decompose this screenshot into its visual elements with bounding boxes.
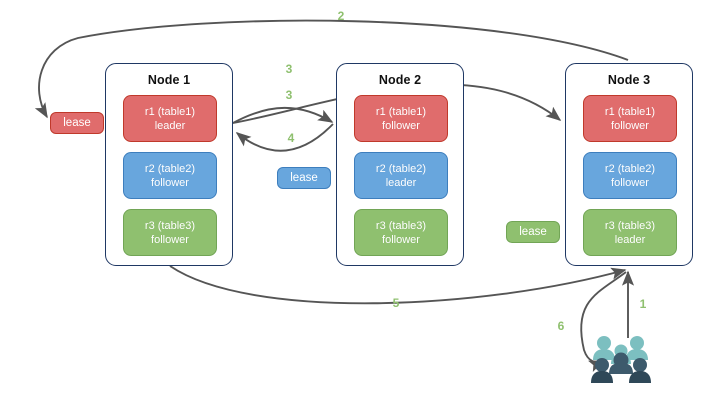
step-label-6: 6: [557, 319, 565, 333]
replica-node2-r3[interactable]: r3 (table3) follower: [354, 209, 448, 256]
replica-node3-r2[interactable]: r2 (table2) follower: [583, 152, 677, 199]
step-label-4: 4: [287, 131, 295, 145]
node-title: Node 2: [378, 73, 422, 87]
node-title: Node 1: [147, 73, 191, 87]
replica-name: r1 (table1): [604, 105, 656, 118]
replica-role: follower: [382, 233, 420, 246]
replica-role: leader: [385, 176, 417, 189]
step-label-3-lower: 3: [285, 88, 293, 102]
replica-role: leader: [614, 233, 646, 246]
arrow-step-6: [580, 271, 627, 372]
replica-role: follower: [611, 119, 649, 132]
replica-role: follower: [151, 176, 189, 189]
replica-name: r2 (table2): [604, 162, 656, 175]
replica-name: r3 (table3): [144, 219, 196, 232]
step-label-1: 1: [639, 297, 647, 311]
step-label-2: 2: [337, 9, 345, 23]
replica-name: r1 (table1): [375, 105, 427, 118]
replica-name: r3 (table3): [375, 219, 427, 232]
replica-node1-r2[interactable]: r2 (table2) follower: [123, 152, 217, 199]
replica-role: follower: [382, 119, 420, 132]
node-box-node3[interactable]: Node 3 r1 (table1) follower r2 (table2) …: [565, 63, 693, 266]
replica-role: follower: [611, 176, 649, 189]
node-title: Node 3: [607, 73, 651, 87]
replica-name: r1 (table1): [144, 105, 196, 118]
node-box-node2[interactable]: Node 2 r1 (table1) follower r2 (table2) …: [336, 63, 464, 266]
arrow-step-2: [34, 19, 629, 119]
arrow-step-3-lower: [232, 107, 334, 124]
lease-badge-r2[interactable]: lease: [277, 167, 331, 189]
lease-badge-r1[interactable]: lease: [50, 112, 104, 134]
people-group-icon: [591, 336, 651, 383]
replica-node1-r3[interactable]: r3 (table3) follower: [123, 209, 217, 256]
arrow-step-5: [169, 265, 627, 305]
step-label-5: 5: [392, 296, 400, 310]
step-label-3-upper: 3: [285, 62, 293, 76]
replica-name: r2 (table2): [375, 162, 427, 175]
replica-role: follower: [151, 233, 189, 246]
replica-role: leader: [154, 119, 186, 132]
replica-node1-r1[interactable]: r1 (table1) leader: [123, 95, 217, 142]
replica-node3-r3[interactable]: r3 (table3) leader: [583, 209, 677, 256]
replica-node3-r1[interactable]: r1 (table1) follower: [583, 95, 677, 142]
replica-name: r3 (table3): [604, 219, 656, 232]
replica-node2-r2[interactable]: r2 (table2) leader: [354, 152, 448, 199]
arrow-step-4: [235, 123, 334, 152]
replica-node2-r1[interactable]: r1 (table1) follower: [354, 95, 448, 142]
lease-badge-r3[interactable]: lease: [506, 221, 560, 243]
node-box-node1[interactable]: Node 1 r1 (table1) leader r2 (table2) fo…: [105, 63, 233, 266]
replica-name: r2 (table2): [144, 162, 196, 175]
